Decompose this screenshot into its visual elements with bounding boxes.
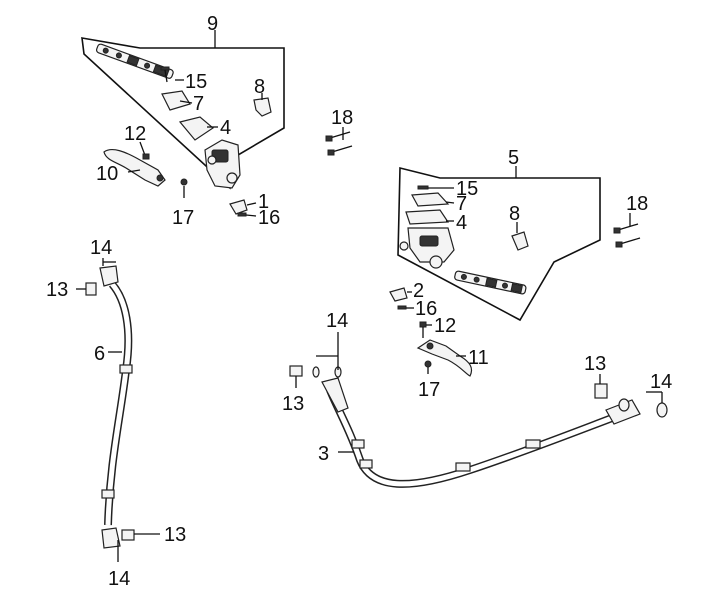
callout-3: 3 [318, 443, 329, 465]
callout-4: 4 [220, 117, 231, 139]
hose-3-sleeve-a [351, 439, 365, 449]
hose-6-sleeve-lower [101, 489, 115, 499]
nut-17-a [180, 178, 188, 198]
screw-15-b [417, 185, 454, 190]
bolt-pair-18-b [613, 213, 641, 248]
callout-11: 11 [468, 347, 489, 369]
hose-3-fitting-left [321, 377, 349, 413]
callout-10: 10 [96, 163, 118, 185]
banjo-bolt-13-a [76, 282, 97, 296]
banjo-bolt-13-c [289, 365, 303, 388]
bracket-8-b [511, 231, 529, 251]
bolt-12-b [419, 321, 432, 338]
callout-14: 14 [108, 568, 130, 590]
clamp-1 [229, 199, 257, 215]
callout-15: 15 [456, 178, 478, 200]
callout-5: 5 [508, 147, 519, 169]
callout-12: 12 [434, 315, 456, 337]
callout-14: 14 [326, 310, 348, 332]
master-cylinder-body-a [204, 139, 241, 189]
screw-15-a [160, 66, 170, 83]
hose-3-sleeve-d [525, 439, 541, 449]
bolt-pair-18-a [325, 127, 353, 156]
screw-16-a [237, 212, 257, 217]
callout-1: 1 [258, 191, 269, 213]
hose-6-sleeve-upper [119, 364, 133, 374]
callout-8: 8 [509, 203, 520, 225]
callout-4: 4 [456, 212, 467, 234]
brake-lever-11 [416, 339, 473, 377]
callout-14: 14 [90, 237, 112, 259]
brake-hose-3 [321, 377, 641, 488]
nut-17-b [424, 360, 432, 374]
brake-lever-10 [103, 148, 166, 187]
callout-2: 2 [413, 280, 424, 302]
callout-18: 18 [331, 107, 353, 129]
callout-14: 14 [650, 371, 672, 393]
assembly-9-group [81, 30, 285, 190]
callout-8: 8 [254, 76, 265, 98]
callout-18: 18 [626, 193, 648, 215]
bolt-12-a [139, 141, 150, 160]
callout-13: 13 [164, 524, 186, 546]
hose-3-sleeve-c [455, 462, 471, 472]
banjo-bolt-13-b [121, 529, 160, 541]
assembly-5-group [397, 166, 601, 322]
callout-9: 9 [207, 13, 218, 35]
diaphragm-7-a [161, 90, 191, 111]
brake-hose-6 [99, 265, 133, 549]
callout-13: 13 [46, 279, 68, 301]
callout-16: 16 [258, 207, 280, 229]
hose-6-banjo-top [99, 265, 119, 287]
callout-6: 6 [94, 343, 105, 365]
cap-4-a [178, 116, 214, 141]
hose-6-banjo-bottom [101, 527, 121, 549]
cap-4-b [405, 209, 450, 225]
callout-17: 17 [172, 207, 194, 229]
callout-7: 7 [193, 93, 204, 115]
clamp-2 [389, 287, 412, 302]
banjo-bolt-13-d [594, 374, 608, 399]
callout-13: 13 [584, 353, 606, 375]
callout-12: 12 [124, 123, 146, 145]
diaphragm-7-b [411, 192, 450, 207]
callout-7: 7 [456, 193, 467, 215]
washer-set-14-d [618, 391, 668, 418]
bracket-8-a [253, 97, 272, 117]
callout-16: 16 [415, 298, 437, 320]
assembly-5-outline [397, 166, 601, 322]
screw-16-b [397, 305, 414, 310]
seal-kit-strip [95, 43, 174, 79]
master-cylinder-body-b [399, 227, 455, 269]
callout-15: 15 [185, 71, 207, 93]
assembly-9-outline [81, 37, 285, 190]
leader-7-a [179, 100, 193, 104]
seal-kit-strip-b [454, 270, 527, 295]
callout-13: 13 [282, 393, 304, 415]
callout-17: 17 [418, 379, 440, 401]
hose-3-sleeve-b [359, 459, 373, 469]
washer-set-14-c [312, 332, 342, 378]
leader-7-b [445, 201, 455, 204]
